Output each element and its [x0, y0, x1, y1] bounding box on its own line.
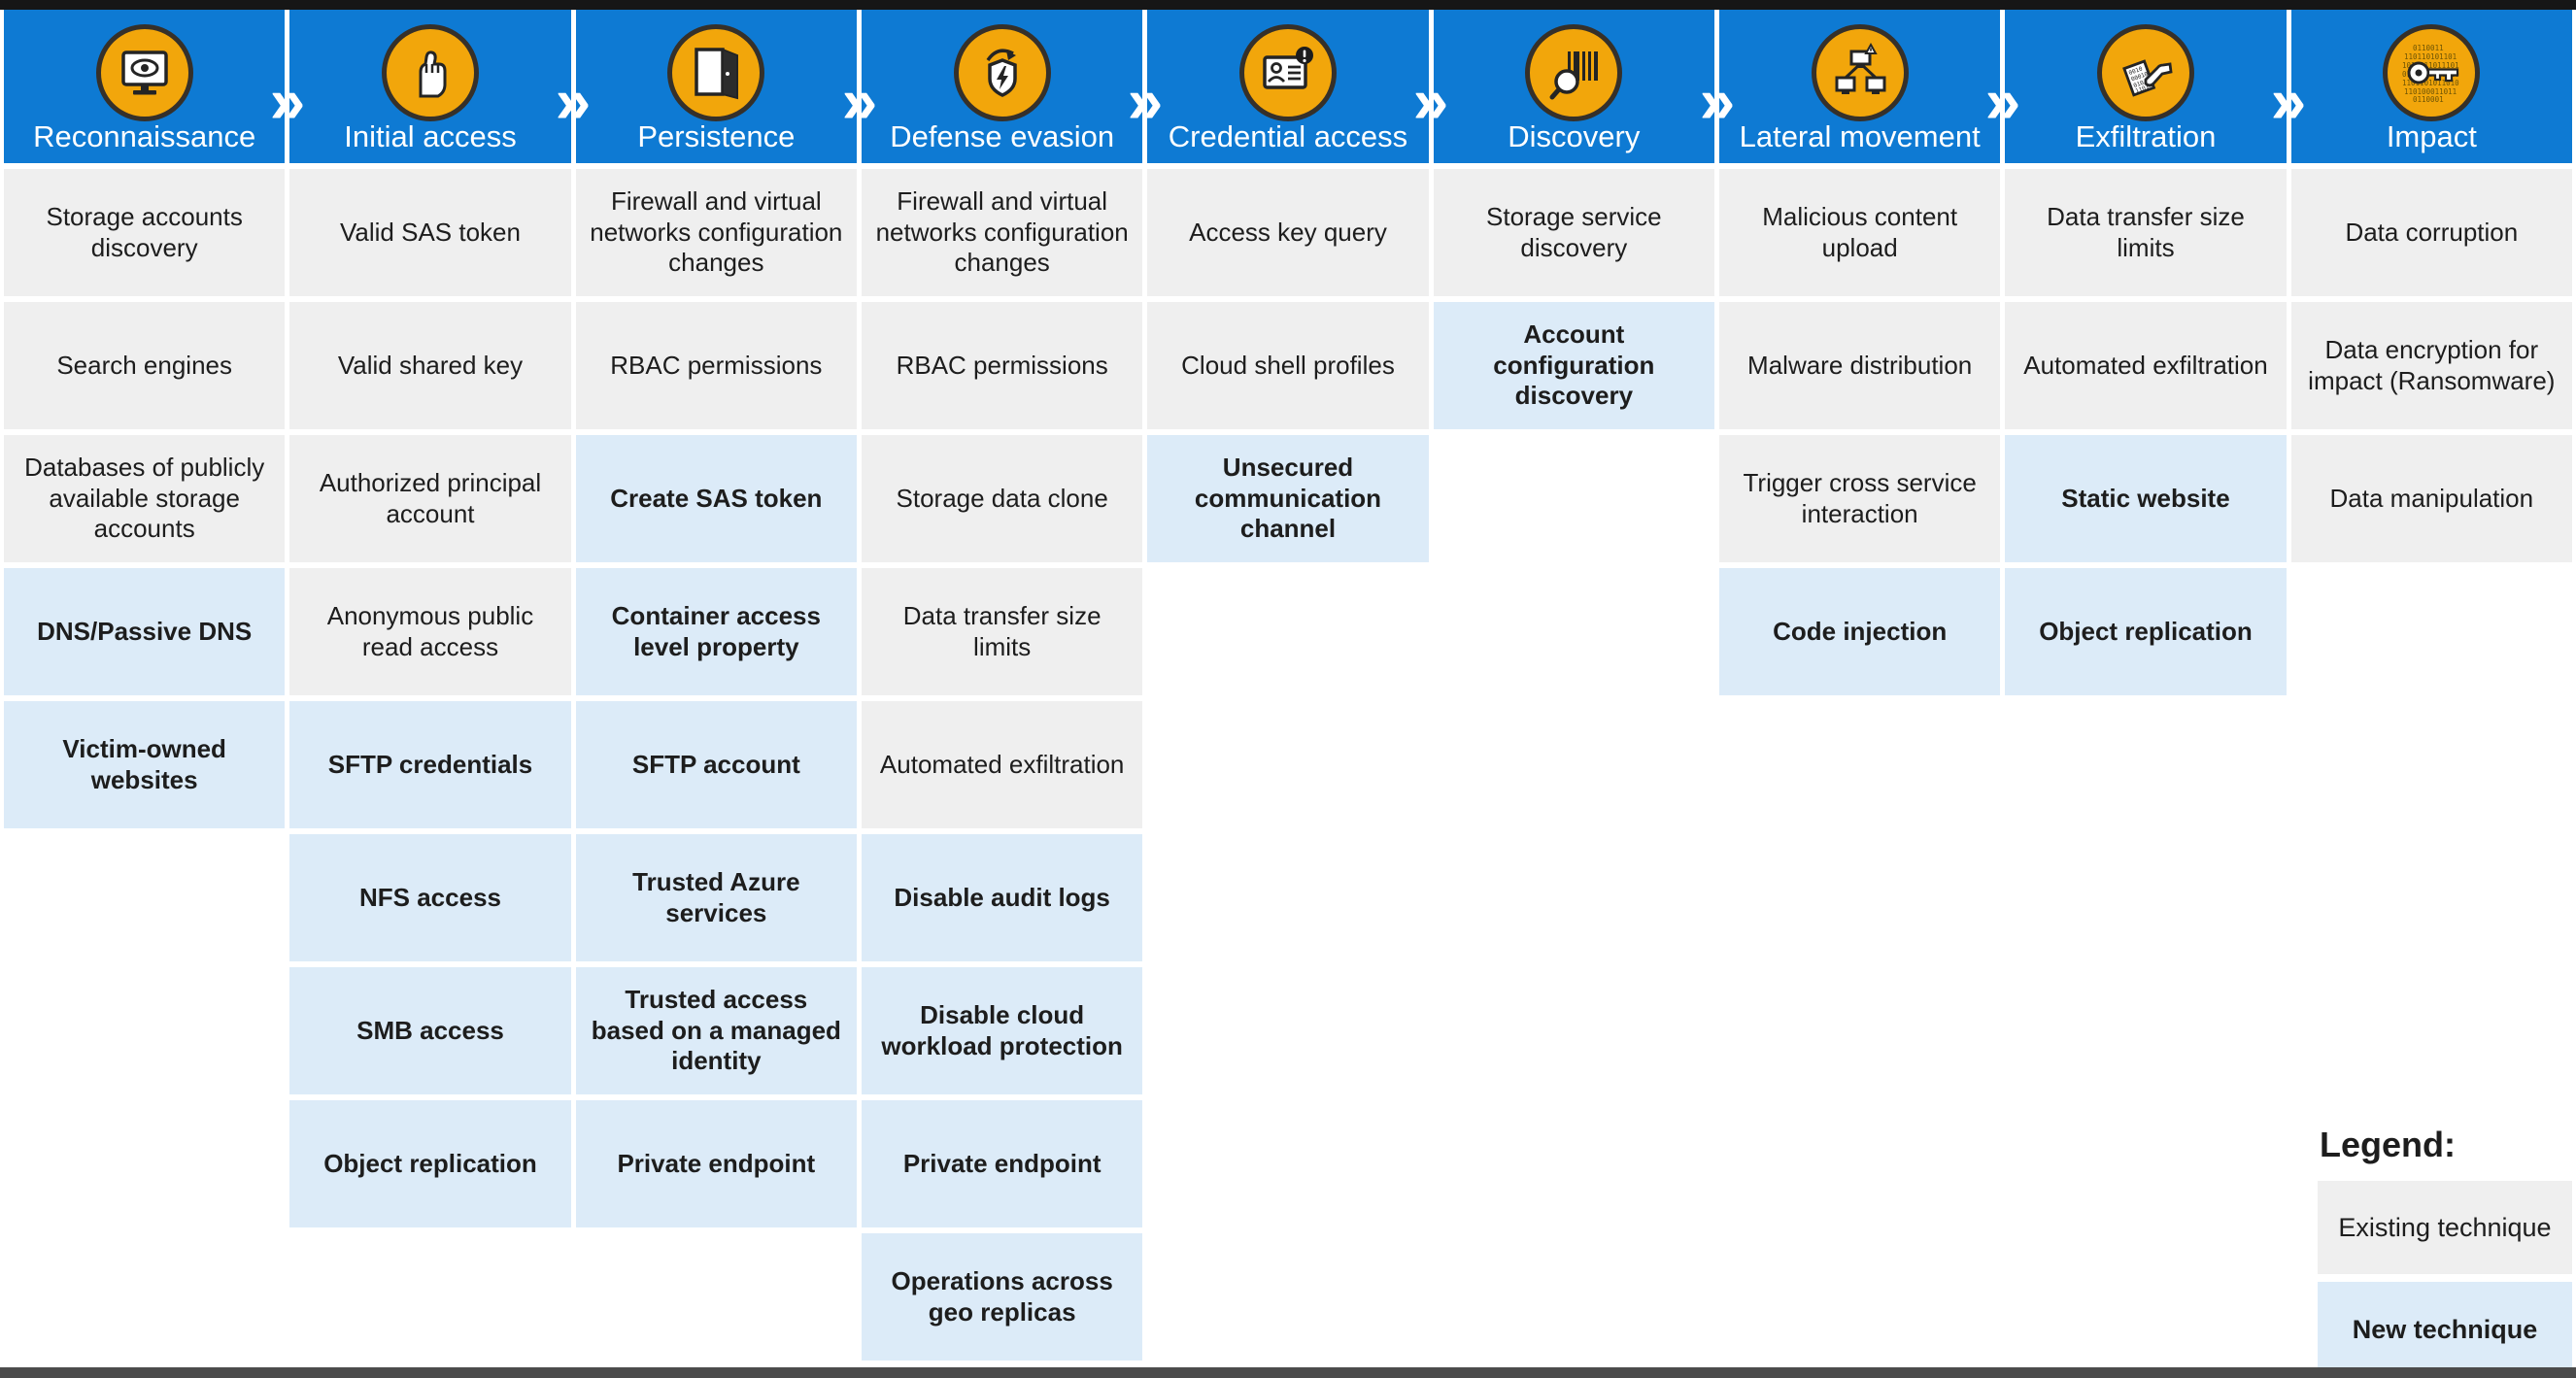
- technique-cell: SFTP credentials: [289, 701, 571, 828]
- svg-text:1101101011010: 1101101011010: [2402, 79, 2459, 87]
- open-door-icon: [667, 24, 765, 121]
- tactic-header-impact: 0110011 110110101101 1011011011101 01101…: [2290, 10, 2572, 163]
- hand-documents-icon: 0010 00010 010 1101: [2096, 24, 2194, 121]
- shield-bypass-icon: [953, 24, 1051, 121]
- technique-cell: Databases of publicly available storage …: [4, 435, 286, 562]
- technique-cell: RBAC permissions: [862, 302, 1143, 429]
- tactic-name: Initial access: [344, 119, 517, 153]
- tactic-column-reconnaissance: Reconnaissance Storage accounts discover…: [4, 10, 286, 834]
- tactic-column-lateral-movement: Lateral movement Malicious content uploa…: [1719, 10, 2001, 701]
- technique-cell: Object replication: [2005, 568, 2287, 695]
- threat-matrix: Reconnaissance Storage accounts discover…: [0, 10, 2576, 1366]
- monitor-eye-icon: [95, 24, 193, 121]
- technique-cell: Private endpoint: [575, 1100, 857, 1227]
- technique-cell: Storage accounts discovery: [4, 169, 286, 296]
- technique-cell: Automated exfiltration: [2005, 302, 2287, 429]
- tactic-header-reconnaissance: Reconnaissance: [4, 10, 286, 163]
- technique-cell: Trigger cross service interaction: [1719, 435, 2001, 562]
- tactic-column-defense-evasion: Defense evasion Firewall and virtual net…: [862, 10, 1143, 1366]
- technique-cell: Disable audit logs: [862, 834, 1143, 961]
- technique-cell: Object replication: [289, 1100, 571, 1227]
- tactic-column-impact: 0110011 110110101101 1011011011101 01101…: [2290, 10, 2572, 568]
- technique-cell: Operations across geo replicas: [862, 1233, 1143, 1361]
- top-bar: [0, 0, 2576, 10]
- tactic-name: Discovery: [1508, 119, 1641, 153]
- technique-cell: Data corruption: [2290, 169, 2572, 296]
- technique-cell: DNS/Passive DNS: [4, 568, 286, 695]
- bottom-bar: [0, 1367, 2576, 1378]
- technique-cell: Data manipulation: [2290, 435, 2572, 562]
- tactic-name: Exfiltration: [2075, 119, 2217, 153]
- tactic-name: Credential access: [1168, 119, 1408, 153]
- tactic-header-persistence: Persistence: [575, 10, 857, 163]
- technique-cell: Storage data clone: [862, 435, 1143, 562]
- technique-cell: SFTP account: [575, 701, 857, 828]
- tactic-header-credential-access: Credential access: [1147, 10, 1429, 163]
- technique-cell: Storage service discovery: [1433, 169, 1714, 296]
- technique-cell: Disable cloud workload protection: [862, 967, 1143, 1094]
- technique-cell: Search engines: [4, 302, 286, 429]
- technique-cell: Create SAS token: [575, 435, 857, 562]
- technique-cell: Access key query: [1147, 169, 1429, 296]
- legend-title: Legend:: [2320, 1125, 2456, 1164]
- tactic-header-initial-access: Initial access: [289, 10, 571, 163]
- key-binary-icon: 0110011 110110101101 1011011011101 01101…: [2383, 24, 2481, 121]
- svg-text:1011011011101: 1011011011101: [2402, 61, 2459, 70]
- fist-icon: [381, 24, 479, 121]
- id-card-alert-icon: [1238, 24, 1337, 121]
- technique-cell: Data encryption for impact (Ransomware): [2290, 302, 2572, 429]
- technique-cell: Malware distribution: [1719, 302, 2001, 429]
- technique-cell: Firewall and virtual networks configurat…: [862, 169, 1143, 296]
- tactic-name: Lateral movement: [1739, 119, 1981, 153]
- technique-cell: Automated exfiltration: [862, 701, 1143, 828]
- tactic-column-credential-access: Credential access Access key query Cloud…: [1147, 10, 1429, 568]
- svg-text:110110101101: 110110101101: [2404, 52, 2457, 61]
- technique-cell: Data transfer size limits: [862, 568, 1143, 695]
- technique-cell: Valid SAS token: [289, 169, 571, 296]
- technique-cell: Private endpoint: [862, 1100, 1143, 1227]
- svg-text:1101: 1101: [2135, 84, 2151, 95]
- barcode-magnifier-icon: [1525, 24, 1623, 121]
- technique-cell: Trusted Azure services: [575, 834, 857, 961]
- technique-cell: Code injection: [1719, 568, 2001, 695]
- svg-text:010: 010: [2132, 80, 2145, 89]
- technique-cell: SMB access: [289, 967, 571, 1094]
- technique-cell: Anonymous public read access: [289, 568, 571, 695]
- tactic-header-defense-evasion: Defense evasion: [862, 10, 1143, 163]
- technique-cell: RBAC permissions: [575, 302, 857, 429]
- technique-cell: NFS access: [289, 834, 571, 961]
- legend: Legend: Existing technique New technique: [2318, 1125, 2572, 1378]
- tactic-header-exfiltration: 0010 00010 010 1101 Exfiltration: [2005, 10, 2287, 163]
- technique-cell: Authorized principal account: [289, 435, 571, 562]
- tactic-name: Impact: [2386, 119, 2477, 153]
- tactic-column-exfiltration: 0010 00010 010 1101 Exfiltration Data tr…: [2005, 10, 2287, 701]
- technique-cell: Data transfer size limits: [2005, 169, 2287, 296]
- technique-cell: Malicious content upload: [1719, 169, 2001, 296]
- technique-cell: Container access level property: [575, 568, 857, 695]
- technique-cell: Trusted access based on a managed identi…: [575, 967, 857, 1094]
- tactic-header-discovery: Discovery: [1433, 10, 1714, 163]
- technique-cell: Cloud shell profiles: [1147, 302, 1429, 429]
- tactic-name: Persistence: [637, 119, 796, 153]
- technique-cell: Valid shared key: [289, 302, 571, 429]
- technique-cell: Account configuration discovery: [1433, 302, 1714, 429]
- technique-cell: Victim-owned websites: [4, 701, 286, 828]
- technique-cell: Firewall and virtual networks configurat…: [575, 169, 857, 296]
- svg-text:0010: 0010: [2128, 65, 2144, 77]
- legend-existing-technique: Existing technique: [2318, 1181, 2572, 1274]
- tactic-name: Reconnaissance: [33, 119, 256, 153]
- tactic-column-initial-access: Initial access Valid SAS token Valid sha…: [289, 10, 571, 1233]
- tactic-header-lateral-movement: Lateral movement: [1719, 10, 2001, 163]
- tactic-column-discovery: Discovery Storage service discovery Acco…: [1433, 10, 1714, 435]
- svg-text:0110001: 0110001: [2413, 95, 2444, 104]
- technique-cell: Unsecured communication channel: [1147, 435, 1429, 562]
- network-nodes-icon: [1811, 24, 1909, 121]
- svg-text:0110011: 0110011: [2413, 44, 2444, 52]
- svg-text:110100011011: 110100011011: [2404, 87, 2457, 96]
- legend-new-technique: New technique: [2318, 1282, 2572, 1378]
- technique-cell: Static website: [2005, 435, 2287, 562]
- tactic-column-persistence: Persistence Firewall and virtual network…: [575, 10, 857, 1233]
- tactic-name: Defense evasion: [890, 119, 1115, 153]
